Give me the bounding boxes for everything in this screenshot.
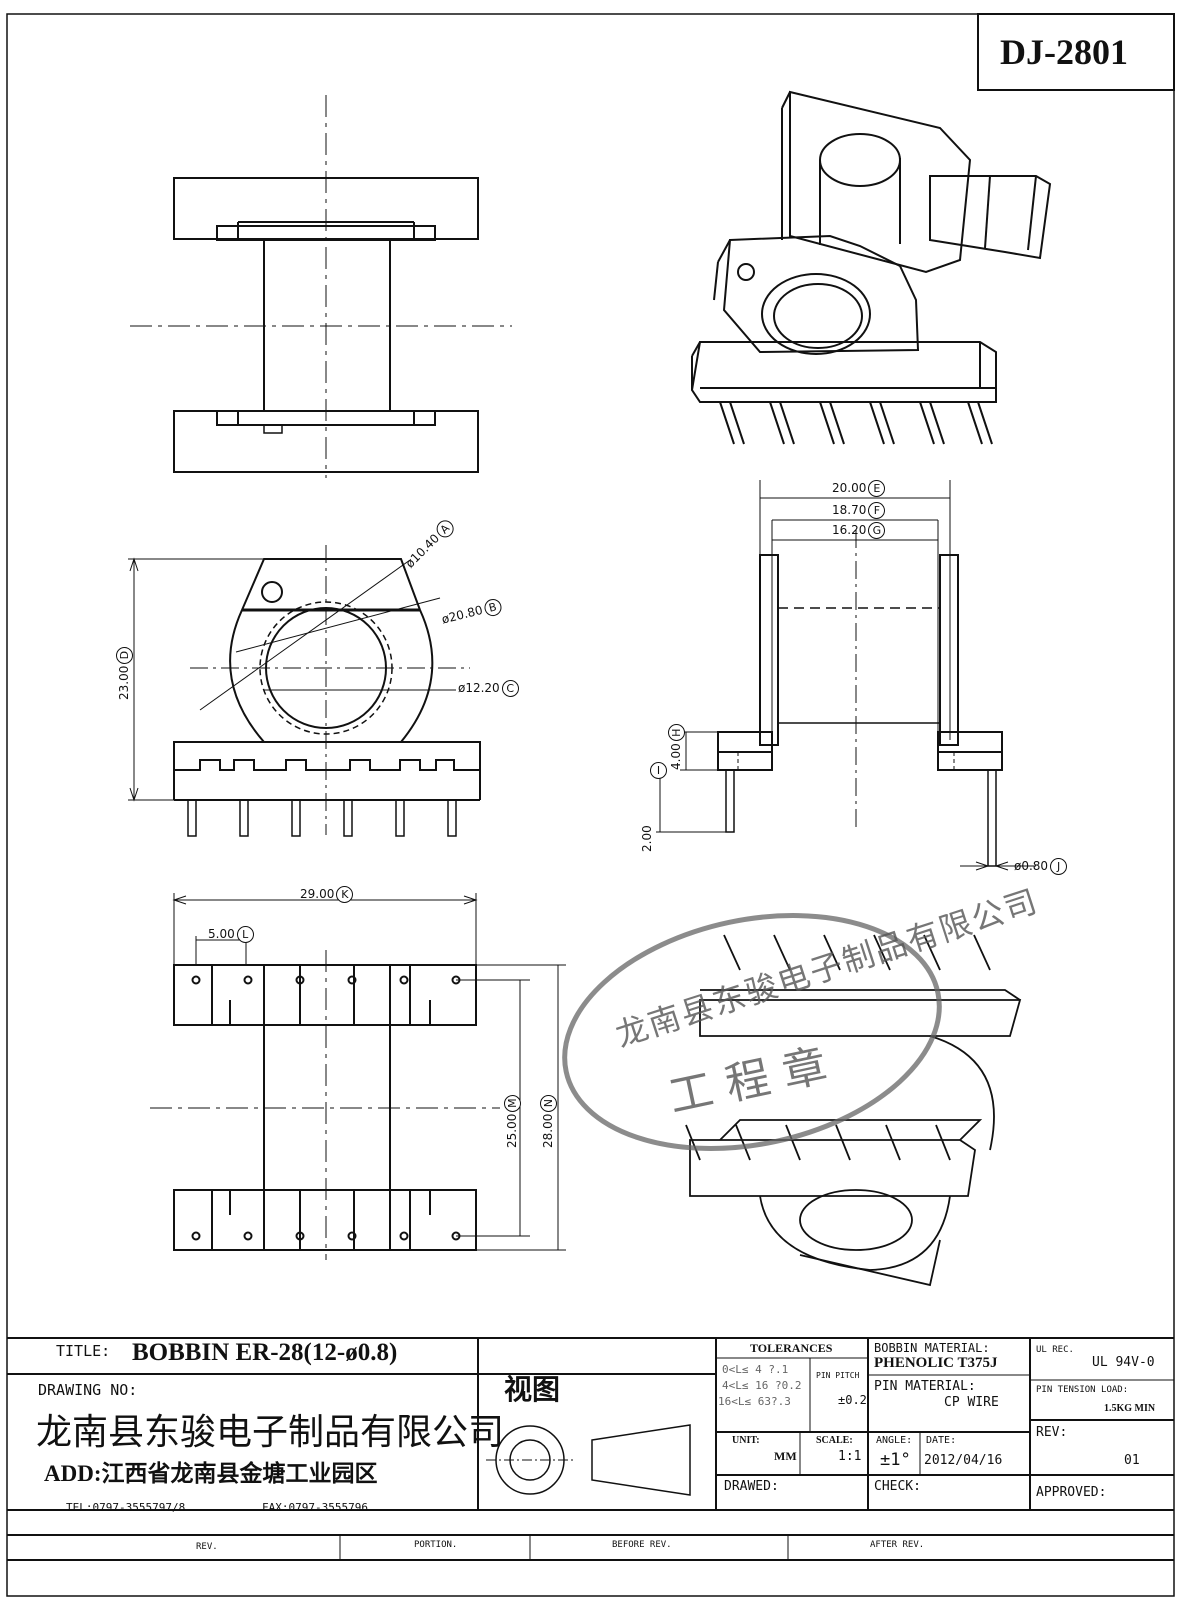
front-view-bobbin — [128, 545, 481, 837]
tolerances-label: TOLERANCES — [750, 1341, 833, 1355]
revision-col-before: BEFORE REV. — [612, 1540, 672, 1550]
isometric-view-bobbin — [690, 90, 1052, 445]
drawing-id: DJ-2801 — [1000, 32, 1128, 72]
company-name: 龙南县东骏电子制品有限公司 — [36, 1412, 505, 1452]
rev-value: 01 — [1124, 1453, 1140, 1468]
unit-label: UNIT: — [732, 1435, 760, 1446]
dim-n: 28.00N — [540, 1094, 557, 1148]
dim-i: 2.00 — [640, 825, 654, 852]
revision-col-after: AFTER REV. — [870, 1540, 925, 1550]
tol-row-1: 0<L≤ 4 ?.1 — [722, 1363, 789, 1376]
rev-label: REV: — [1036, 1425, 1068, 1440]
pin-pitch-value: ±0.2 — [838, 1393, 867, 1407]
date-label: DATE: — [926, 1435, 957, 1446]
scale-label: SCALE: — [816, 1435, 853, 1446]
check-label: CHECK: — [874, 1479, 921, 1494]
pin-tension-value: 1.5KG MIN — [1104, 1403, 1156, 1414]
dim-d: 23.00D — [116, 646, 133, 700]
company-fax: FAX:0797-3555796 — [262, 1501, 368, 1514]
title-value: BOBBIN ER-28(12-ø0.8) — [132, 1339, 398, 1366]
dim-i-tag: I — [648, 762, 667, 779]
angle-value: ±1° — [880, 1450, 911, 1470]
pin-material-label: PIN MATERIAL: — [874, 1379, 976, 1394]
ul-value: UL 94V-0 — [1092, 1355, 1155, 1370]
view-label: 视图 — [504, 1373, 561, 1406]
drawed-label: DRAWED: — [724, 1479, 779, 1494]
angle-label: ANGLE: — [876, 1435, 913, 1446]
bottom-view-bobbin — [150, 893, 566, 1260]
ul-label: UL REC. — [1036, 1345, 1074, 1355]
title-label: TITLE: — [56, 1342, 111, 1360]
drawing-border — [6, 13, 1175, 1597]
dim-m: 25.00M — [504, 1094, 521, 1148]
title-block-lines — [7, 1337, 1174, 1561]
pin-material-value: CP WIRE — [944, 1395, 999, 1410]
top-view-bobbin — [130, 95, 512, 478]
revision-col-rev: REV. — [196, 1542, 218, 1552]
projection-symbol — [486, 1424, 691, 1496]
tol-row-3: 16<L≤ 63?.3 — [718, 1395, 791, 1408]
pin-tension-label: PIN TENSION LOAD: — [1036, 1385, 1129, 1395]
unit-value: MM — [774, 1449, 797, 1463]
revision-col-portion: PORTION. — [414, 1540, 458, 1550]
isometric-view-bobbin-underside — [685, 934, 1022, 1287]
company-tel: TEL:0797-3555797/8 — [66, 1501, 186, 1514]
bobbin-material-label: BOBBIN MATERIAL: — [874, 1341, 990, 1355]
approved-label: APPROVED: — [1036, 1485, 1107, 1500]
drawing-no-label: DRAWING NO: — [38, 1381, 138, 1399]
date-value: 2012/04/16 — [924, 1453, 1003, 1468]
side-view-bobbin — [656, 480, 1036, 871]
dim-h: 4.00H — [668, 724, 685, 770]
company-stamp — [562, 913, 942, 1151]
company-address: ADD:江西省龙南县金塘工业园区 — [44, 1461, 378, 1486]
tol-row-2: 4<L≤ 16 ?0.2 — [722, 1379, 802, 1392]
drawing-id-box — [977, 13, 1175, 91]
scale-value: 1:1 — [838, 1449, 862, 1464]
bobbin-material-value: PHENOLIC T375J — [874, 1355, 998, 1371]
pin-pitch-label: PIN PITCH — [816, 1371, 860, 1380]
